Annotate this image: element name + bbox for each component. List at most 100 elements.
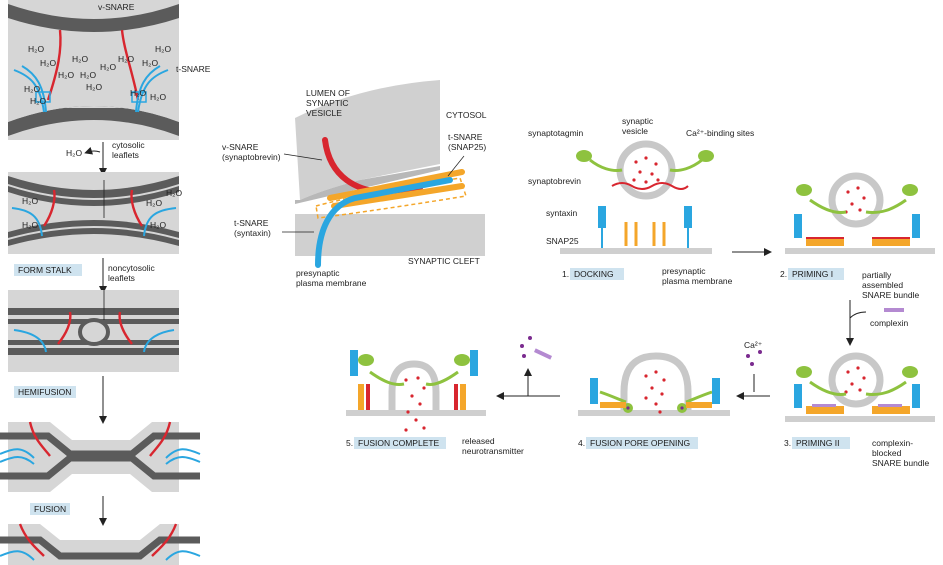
water-label: H₂O: [58, 70, 74, 80]
presynaptic-line-2: plasma membrane: [296, 278, 367, 288]
t-snare-snap-line-2: (SNAP25): [448, 142, 486, 152]
form-stalk-box: [14, 264, 82, 276]
lumen-line-3: VESICLE: [306, 108, 342, 118]
stage-4-num: 4.: [578, 438, 585, 448]
fusion-pore-box: [586, 437, 698, 449]
ca-binding-label: Ca²⁺-binding sites: [686, 128, 754, 138]
noncytosolic-line-1: noncytosolic: [108, 263, 156, 273]
stage-docking-art: [560, 140, 714, 254]
released-line-1: released: [462, 436, 495, 446]
partial-line-1: partially: [862, 270, 892, 280]
stage-fusion-complete-art: [346, 350, 486, 432]
v-snare-line-2: (synaptobrevin): [222, 152, 281, 162]
syntaxin-line-1: t-SNARE: [234, 218, 269, 228]
partially-assembled-label: partially assembled SNARE bundle: [862, 270, 919, 300]
fusion-complete-box: [354, 437, 446, 449]
stage-priming-1-art: [785, 172, 935, 254]
water-label: H₂O: [142, 58, 158, 68]
presyn-right-line-1: presynaptic: [662, 266, 706, 276]
left-step-docking: [8, 0, 179, 140]
stage-3-num: 3.: [784, 438, 791, 448]
center-snare-complex: [295, 80, 485, 268]
synaptic-cleft-label: SYNAPTIC CLEFT: [408, 256, 480, 266]
blocked-line-1: complexin-: [872, 438, 913, 448]
blocked-line-3: SNARE bundle: [872, 458, 929, 468]
lumen-line-1: LUMEN OF: [306, 88, 350, 98]
water-released-label: H₂O: [66, 148, 82, 158]
ca2-label: Ca²⁺: [744, 340, 763, 350]
water-label: H₂O: [24, 84, 40, 94]
hemifusion-box: [14, 386, 76, 398]
water-label: H₂O: [22, 220, 38, 230]
stage-1-num: 1.: [562, 269, 569, 279]
t-snare-syntaxin-label: t-SNARE (syntaxin): [234, 218, 271, 238]
water-label: H₂O: [30, 96, 46, 106]
lumen-label: LUMEN OF SYNAPTIC VESICLE: [306, 88, 352, 118]
synaptobrevin-label: synaptobrevin: [528, 176, 581, 186]
released-line-2: neurotransmitter: [462, 446, 524, 456]
water-label: H₂O: [80, 70, 96, 80]
water-label: H₂O: [40, 58, 56, 68]
vesicle-line-2: vesicle: [622, 126, 648, 136]
lumen-line-2: SYNAPTIC: [306, 98, 349, 108]
syntaxin-label: syntaxin: [546, 208, 577, 218]
left-fusion-panel: v-SNARE t-SNARE H₂O H₂O H₂O H₂O H₂O H₂O …: [0, 0, 211, 565]
cytosolic-leaflets-label: cytosolic leaflets: [112, 140, 147, 160]
calcium-dots: [746, 350, 762, 366]
complexin-blocked-label: complexin- blocked SNARE bundle: [872, 438, 929, 468]
v-snare-center-label: v-SNARE (synaptobrevin): [222, 142, 281, 162]
v-snare-line-1: v-SNARE: [222, 142, 259, 152]
syntaxin-line-2: (syntaxin): [234, 228, 271, 238]
complexin-label: complexin: [870, 318, 909, 328]
presynaptic-center-label: presynaptic plasma membrane: [296, 268, 367, 288]
synaptic-vesicle-label: synaptic vesicle: [622, 116, 656, 136]
vesicle-line-1: synaptic: [622, 116, 654, 126]
water-label: H₂O: [146, 198, 162, 208]
blocked-line-2: blocked: [872, 448, 902, 458]
partial-line-3: SNARE bundle: [862, 290, 919, 300]
water-label: H₂O: [28, 44, 44, 54]
stage-fusion-pore-art: [578, 352, 730, 416]
stage-hemifusion: HEMIFUSION: [18, 387, 71, 397]
noncytosolic-line-2: leaflets: [108, 273, 135, 283]
t-snare-snap-label: t-SNARE (SNAP25): [448, 132, 486, 152]
water-label: H₂O: [86, 82, 102, 92]
water-label: H₂O: [150, 92, 166, 102]
cytosol-label: CYTOSOL: [446, 110, 487, 120]
synaptotagmin-label: synaptotagmin: [528, 128, 584, 138]
cytosolic-line-1: cytosolic: [112, 140, 145, 150]
docking-box: [570, 268, 624, 280]
noncytosolic-leaflets-label: noncytosolic leaflets: [108, 263, 157, 283]
left-step-hemifusion: [8, 290, 179, 372]
partial-line-2: assembled: [862, 280, 903, 290]
stage-fusion: FUSION: [34, 504, 66, 514]
water-label: H₂O: [130, 88, 146, 98]
water-label: H₂O: [118, 54, 134, 64]
released-neurotransmitter-label: released neurotransmitter: [462, 436, 524, 456]
water-labels: H₂O H₂O H₂O H₂O H₂O H₂O H₂O H₂O H₂O H₂O …: [24, 44, 171, 106]
released-calcium-dots: [520, 336, 532, 358]
stage-priming-2-art: [785, 352, 935, 422]
stage-2-num: 2.: [780, 269, 787, 279]
stage-docking: DOCKING: [574, 269, 614, 279]
left-t-snare-label: t-SNARE: [176, 64, 211, 74]
left-step-fusion: [0, 421, 201, 492]
water-label: H₂O: [155, 44, 171, 54]
water-label: H₂O: [150, 220, 166, 230]
left-step-complete: [0, 523, 201, 565]
water-label: H₂O: [22, 196, 38, 206]
water-label: H₂O: [72, 54, 88, 64]
priming-2-box: [792, 437, 850, 449]
cytosolic-line-2: leaflets: [112, 150, 139, 160]
stage-priming-2: PRIMING II: [796, 438, 839, 448]
stage-fusion-complete: FUSION COMPLETE: [358, 438, 440, 448]
left-v-snare-label: v-SNARE: [98, 2, 135, 12]
t-snare-snap-line-1: t-SNARE: [448, 132, 483, 142]
snap25-label: SNAP25: [546, 236, 579, 246]
presynaptic-right-label: presynaptic plasma membrane: [662, 266, 733, 286]
priming-1-box: [788, 268, 844, 280]
left-step-form-stalk: [8, 172, 179, 254]
presyn-right-line-2: plasma membrane: [662, 276, 733, 286]
fusion-box: [30, 503, 70, 515]
